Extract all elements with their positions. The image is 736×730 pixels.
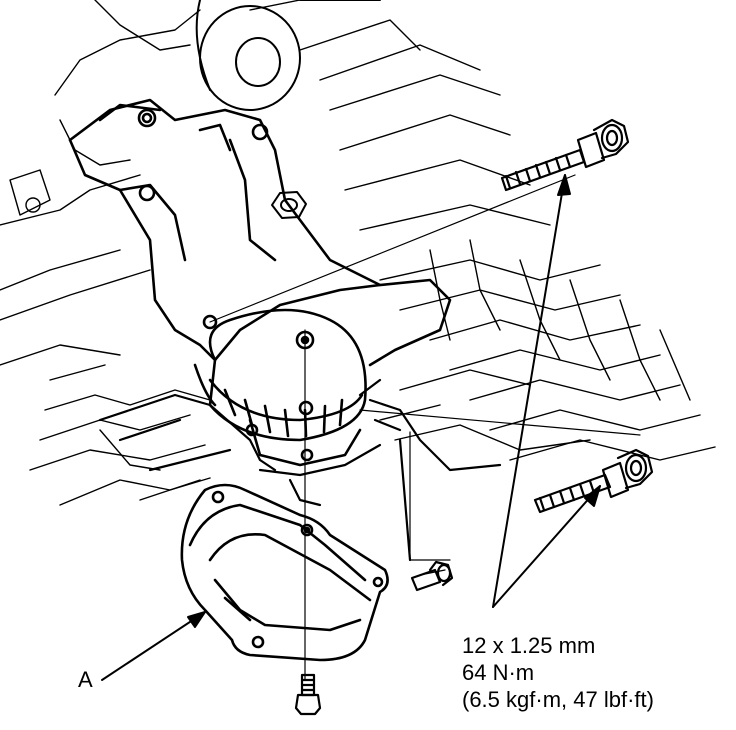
lower-mount-bolt bbox=[533, 448, 654, 514]
bolt-spec-text: 12 x 1.25 mm 64 N·m (6.5 kgf·m, 47 lbf·f… bbox=[462, 633, 654, 714]
frame-rail bbox=[98, 378, 502, 562]
engine-mount bbox=[193, 308, 367, 467]
splash-shield bbox=[180, 483, 389, 662]
callout-a-leader bbox=[101, 611, 206, 681]
callout-label-a: A bbox=[78, 667, 93, 692]
bracket-nut bbox=[271, 191, 307, 219]
shield-bolt-bottom bbox=[294, 673, 322, 716]
upper-mount-bolt bbox=[500, 118, 630, 192]
torque-alt-label: (6.5 kgf·m, 47 lbf·ft) bbox=[462, 687, 654, 712]
engine-block-outline bbox=[0, 0, 716, 506]
alignment-lines bbox=[209, 174, 641, 681]
torque-nm-label: 64 N·m bbox=[462, 660, 535, 685]
mount-bracket bbox=[68, 98, 452, 367]
bolt-size-label: 12 x 1.25 mm bbox=[462, 633, 596, 658]
spec-leader-arrows bbox=[492, 174, 601, 608]
pulley bbox=[195, 0, 381, 111]
shield-bolt-side bbox=[410, 560, 454, 592]
